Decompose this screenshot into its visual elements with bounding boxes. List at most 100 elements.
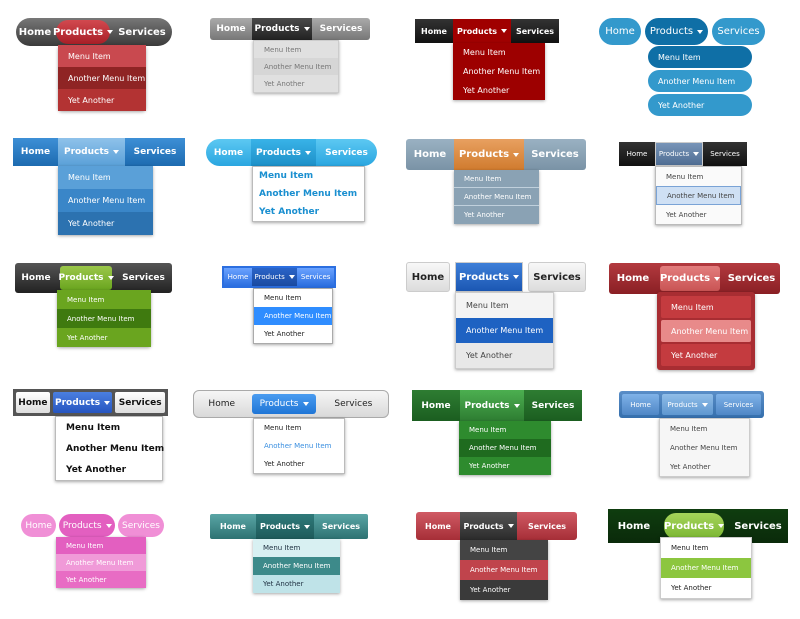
menu-20-home-button[interactable]: Home <box>608 509 660 543</box>
dropdown-13-item-1[interactable]: Menu Item <box>56 417 162 438</box>
menu-7-products-button[interactable]: Products <box>454 139 524 170</box>
menu-1-home-button[interactable]: Home <box>16 18 54 46</box>
dropdown-19-item-3[interactable]: Yet Another <box>460 580 548 600</box>
dropdown-12-item-2[interactable]: Another Menu Item <box>661 320 751 342</box>
menu-4-home-button[interactable]: Home <box>599 18 641 45</box>
menu-8-services-button[interactable]: Services <box>703 142 747 166</box>
dropdown-15-item-1[interactable]: Menu Item <box>459 421 551 439</box>
menu-10-services-button[interactable]: Services <box>297 268 334 286</box>
products-active-pill[interactable]: Products <box>58 266 114 290</box>
dropdown-6-item-3[interactable]: Yet Another <box>253 203 364 221</box>
menu-5-products-button[interactable]: Products <box>58 138 125 166</box>
menu-15-services-button[interactable]: Services <box>524 390 582 421</box>
menu-2-products-button[interactable]: Products <box>252 18 312 40</box>
dropdown-12-item-1[interactable]: Menu Item <box>661 296 751 318</box>
dropdown-2-item-2[interactable]: Another Menu Item <box>254 58 338 75</box>
menu-17-services-button[interactable]: Services <box>118 514 165 537</box>
dropdown-7-item-2[interactable]: Another Menu Item <box>454 188 539 206</box>
menu-19-products-button[interactable]: Products <box>460 512 517 540</box>
dropdown-10-item-2[interactable]: Another Menu Item <box>254 307 332 325</box>
products-active-pill[interactable]: Products <box>53 20 114 44</box>
dropdown-4-item-3[interactable]: Yet Another <box>648 94 752 116</box>
dropdown-1-item-3[interactable]: Yet Another <box>58 89 146 111</box>
menu-18-services-button[interactable]: Services <box>314 514 368 539</box>
dropdown-8-item-1[interactable]: Menu Item <box>656 167 741 186</box>
menu-13-products-button[interactable]: Products <box>52 392 113 413</box>
dropdown-17-item-3[interactable]: Yet Another <box>56 571 146 588</box>
menu-1-products-button[interactable]: Products <box>53 18 114 46</box>
dropdown-3-item-2[interactable]: Another Menu Item <box>453 62 545 81</box>
dropdown-2-item-1[interactable]: Menu Item <box>254 41 338 58</box>
menu-14-services-button[interactable]: Services <box>319 391 388 417</box>
dropdown-3-item-3[interactable]: Yet Another <box>453 81 545 100</box>
menu-18-products-button[interactable]: Products <box>256 514 314 539</box>
menu-8-products-button[interactable]: Products <box>655 142 703 166</box>
dropdown-5-item-3[interactable]: Yet Another <box>58 212 153 235</box>
menu-15-home-button[interactable]: Home <box>412 390 460 421</box>
menu-3-services-button[interactable]: Services <box>511 19 559 43</box>
dropdown-5-item-2[interactable]: Another Menu Item <box>58 189 153 212</box>
dropdown-14-item-3[interactable]: Yet Another <box>254 455 344 473</box>
dropdown-4-item-2[interactable]: Another Menu Item <box>648 70 752 92</box>
dropdown-11-item-3[interactable]: Yet Another <box>456 343 553 368</box>
menu-13-home-button[interactable]: Home <box>16 392 50 413</box>
menu-9-services-button[interactable]: Services <box>115 263 172 293</box>
menu-1-services-button[interactable]: Services <box>112 18 172 46</box>
dropdown-9-item-2[interactable]: Another Menu Item <box>57 309 151 328</box>
dropdown-9-item-3[interactable]: Yet Another <box>57 328 151 347</box>
menu-10-home-button[interactable]: Home <box>224 268 252 286</box>
dropdown-13-item-3[interactable]: Yet Another <box>56 459 162 480</box>
dropdown-15-item-2[interactable]: Another Menu Item <box>459 439 551 457</box>
dropdown-10-item-3[interactable]: Yet Another <box>254 325 332 343</box>
menu-12-products-button[interactable]: Products <box>657 263 723 294</box>
products-active-pill[interactable]: Products <box>664 513 725 539</box>
dropdown-14-item-2[interactable]: Another Menu Item <box>254 437 344 455</box>
dropdown-18-item-2[interactable]: Another Menu Item <box>253 557 340 575</box>
products-active-pill[interactable]: Products <box>660 266 721 291</box>
menu-2-home-button[interactable]: Home <box>210 18 252 40</box>
dropdown-20-item-1[interactable]: Menu Item <box>661 538 751 558</box>
menu-5-services-button[interactable]: Services <box>125 138 185 166</box>
menu-3-home-button[interactable]: Home <box>415 19 453 43</box>
menu-6-products-button[interactable]: Products <box>251 139 316 166</box>
dropdown-6-item-1[interactable]: Menu Item <box>253 167 364 185</box>
products-active-pill[interactable]: Products <box>252 394 317 414</box>
dropdown-16-item-3[interactable]: Yet Another <box>660 457 749 476</box>
menu-15-products-button[interactable]: Products <box>460 390 524 421</box>
dropdown-14-item-1[interactable]: Menu Item <box>254 419 344 437</box>
menu-3-products-button[interactable]: Products <box>453 19 511 43</box>
menu-6-services-button[interactable]: Services <box>316 139 377 166</box>
dropdown-13-item-2[interactable]: Another Menu Item <box>56 438 164 459</box>
dropdown-4-item-1[interactable]: Menu Item <box>648 46 752 68</box>
menu-4-services-button[interactable]: Services <box>712 18 765 45</box>
dropdown-16-item-1[interactable]: Menu Item <box>660 419 749 438</box>
menu-7-home-button[interactable]: Home <box>406 139 454 170</box>
dropdown-7-item-3[interactable]: Yet Another <box>454 206 539 224</box>
menu-16-home-button[interactable]: Home <box>622 394 660 415</box>
dropdown-8-item-3[interactable]: Yet Another <box>656 205 741 224</box>
menu-12-services-button[interactable]: Services <box>723 263 780 294</box>
menu-16-services-button[interactable]: Services <box>716 394 761 415</box>
dropdown-1-item-2[interactable]: Another Menu Item <box>58 67 146 89</box>
menu-19-home-button[interactable]: Home <box>416 512 460 540</box>
menu-8-home-button[interactable]: Home <box>619 142 655 166</box>
menu-20-products-button[interactable]: Products <box>660 509 728 543</box>
menu-6-home-button[interactable]: Home <box>206 139 251 166</box>
dropdown-10-item-1[interactable]: Menu Item <box>254 289 332 307</box>
dropdown-7-item-1[interactable]: Menu Item <box>454 170 539 188</box>
menu-9-home-button[interactable]: Home <box>15 263 57 293</box>
dropdown-19-item-2[interactable]: Another Menu Item <box>460 560 548 580</box>
dropdown-19-item-1[interactable]: Menu Item <box>460 540 548 560</box>
menu-16-products-button[interactable]: Products <box>662 394 714 415</box>
dropdown-17-item-2[interactable]: Another Menu Item <box>56 554 146 571</box>
dropdown-3-item-1[interactable]: Menu Item <box>453 43 545 62</box>
menu-11-services-button[interactable]: Services <box>528 262 586 292</box>
menu-18-home-button[interactable]: Home <box>210 514 256 539</box>
menu-11-products-button[interactable]: Products <box>455 262 523 292</box>
menu-17-products-button[interactable]: Products <box>59 514 116 537</box>
dropdown-8-item-2[interactable]: Another Menu Item <box>656 186 741 205</box>
dropdown-6-item-2[interactable]: Another Menu Item <box>253 185 364 203</box>
menu-17-home-button[interactable]: Home <box>21 514 57 537</box>
dropdown-20-item-2[interactable]: Another Menu Item <box>661 558 751 578</box>
dropdown-20-item-3[interactable]: Yet Another <box>661 578 751 598</box>
